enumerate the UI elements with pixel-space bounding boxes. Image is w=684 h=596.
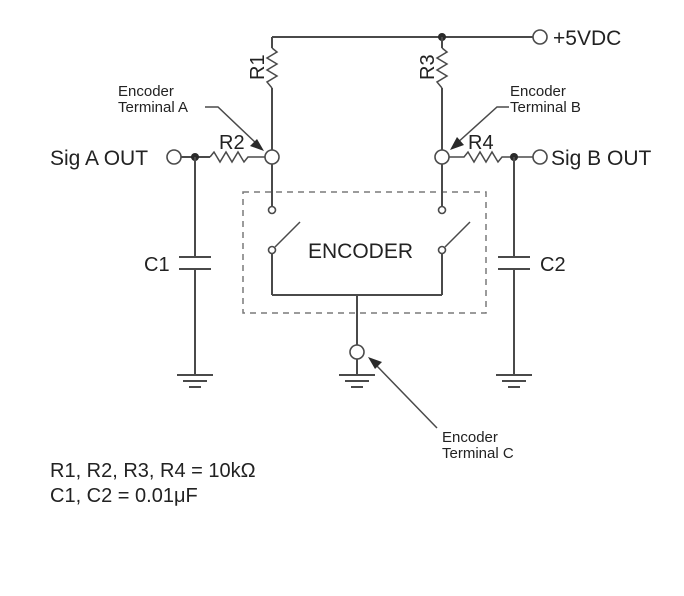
callout-c-line1: Encoder [442, 429, 498, 446]
r1-label: R1 [247, 54, 269, 80]
r4-resistor [449, 150, 533, 164]
switch-a-contact-bottom [267, 245, 277, 255]
note-resistor-values: R1, R2, R3, R4 = 10kΩ [50, 460, 256, 482]
c2-label: C2 [540, 254, 566, 276]
callout-b-leader [455, 106, 509, 145]
callout-a-line2: Terminal A [118, 99, 188, 116]
switch-a-contact-top [267, 205, 277, 215]
r3-resistor [435, 47, 449, 89]
ground-c2-icon [496, 374, 532, 388]
switch-b-blade [444, 221, 471, 248]
callout-b-line1: Encoder [510, 83, 566, 100]
callout-b-arrowhead [450, 137, 464, 150]
callout-a-line1: Encoder [118, 83, 174, 100]
sig-b-out-terminal [532, 149, 548, 165]
note-capacitor-values: C1, C2 = 0.01μF [50, 485, 198, 507]
supply-terminal [532, 29, 548, 45]
callout-c-leader [374, 363, 438, 429]
encoder-terminal-a [264, 149, 280, 165]
r3-label: R3 [417, 54, 439, 80]
switch-b-contact-bottom [437, 245, 447, 255]
switch-b-contact-top [437, 205, 447, 215]
encoder-box [242, 191, 487, 314]
r2-resistor [209, 150, 265, 164]
callout-a-leader [205, 106, 259, 146]
ground-c-icon [339, 374, 375, 388]
callout-a-arrowhead [250, 139, 264, 151]
sig-a-out-terminal [166, 149, 182, 165]
sig-b-out-label: Sig B OUT [551, 147, 652, 170]
encoder-terminal-b [434, 149, 450, 165]
callout-c-arrowhead [368, 357, 382, 369]
c1-label: C1 [144, 254, 170, 276]
encoder-terminal-c [349, 344, 365, 360]
r4-label: R4 [468, 132, 494, 154]
r2-label: R2 [219, 132, 245, 154]
encoder-label: ENCODER [308, 240, 413, 263]
sig-a-out-label: Sig A OUT [50, 147, 148, 170]
ground-c1-icon [177, 374, 213, 388]
r1-resistor [265, 47, 279, 89]
callout-c-line2: Terminal C [442, 445, 514, 462]
callout-b-line2: Terminal B [510, 99, 581, 116]
switch-a-blade [274, 221, 301, 248]
supply-label: +5VDC [553, 27, 621, 50]
